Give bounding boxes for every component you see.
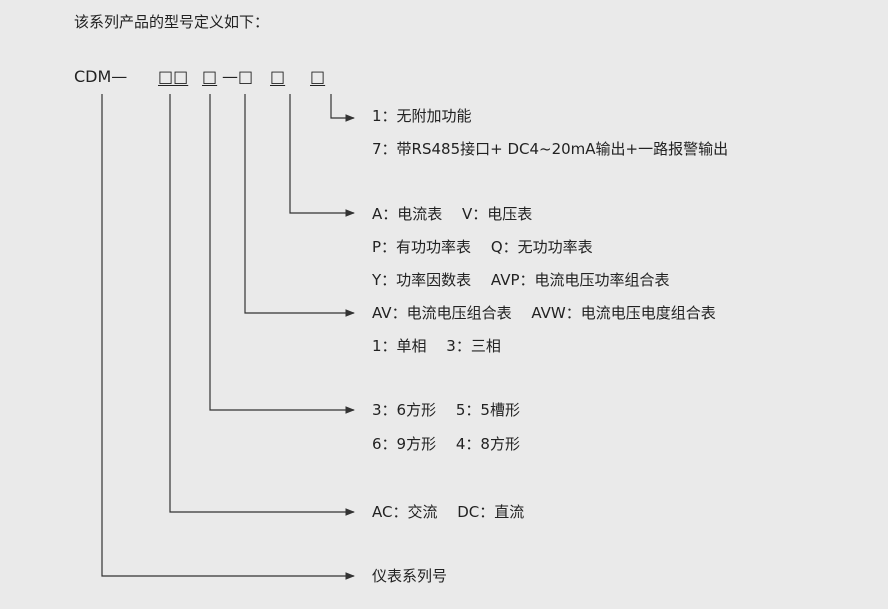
connector-measure — [289, 94, 355, 217]
connector-series — [101, 94, 355, 580]
function-item-1: 1：无附加功能 — [372, 107, 472, 125]
shape-item-1: 3：6方形 5：5槽形 — [372, 401, 520, 419]
measure-item-4: AV：电流电压组合表 AVW：电流电压电度组合表 — [372, 304, 716, 322]
code-box-a: □ — [270, 67, 286, 86]
code-prefix: CDM— — [74, 67, 128, 86]
measure-item-2: P：有功功率表 Q：无功功率表 — [372, 238, 593, 256]
function-item-2: 7：带RS485接口+ DC4~20mA输出+一路报警输出 — [372, 140, 729, 158]
phase-item-1: 1：单相 3：三相 — [372, 337, 501, 355]
current-item-1: AC：交流 DC：直流 — [372, 503, 525, 521]
connector-shape — [209, 94, 355, 414]
code-box: □ — [202, 67, 218, 86]
code-box-b: □ — [310, 67, 326, 86]
model-code: CDM— □□ □ —□ □ □ — [74, 66, 354, 90]
measure-item-1: A：电流表 V：电压表 — [372, 205, 533, 223]
series-item-1: 仪表系列号 — [372, 567, 448, 585]
connector-current — [169, 94, 355, 516]
connector-function — [330, 94, 355, 122]
shape-item-2: 6：9方形 4：8方形 — [372, 435, 520, 453]
code-box-pair: □□ — [158, 67, 189, 86]
connector-phase — [244, 94, 355, 317]
measure-item-3: Y：功率因数表 AVP：电流电压功率组合表 — [372, 271, 670, 289]
code-dash-box: —□ — [222, 67, 254, 86]
intro-text: 该系列产品的型号定义如下： — [74, 13, 270, 31]
